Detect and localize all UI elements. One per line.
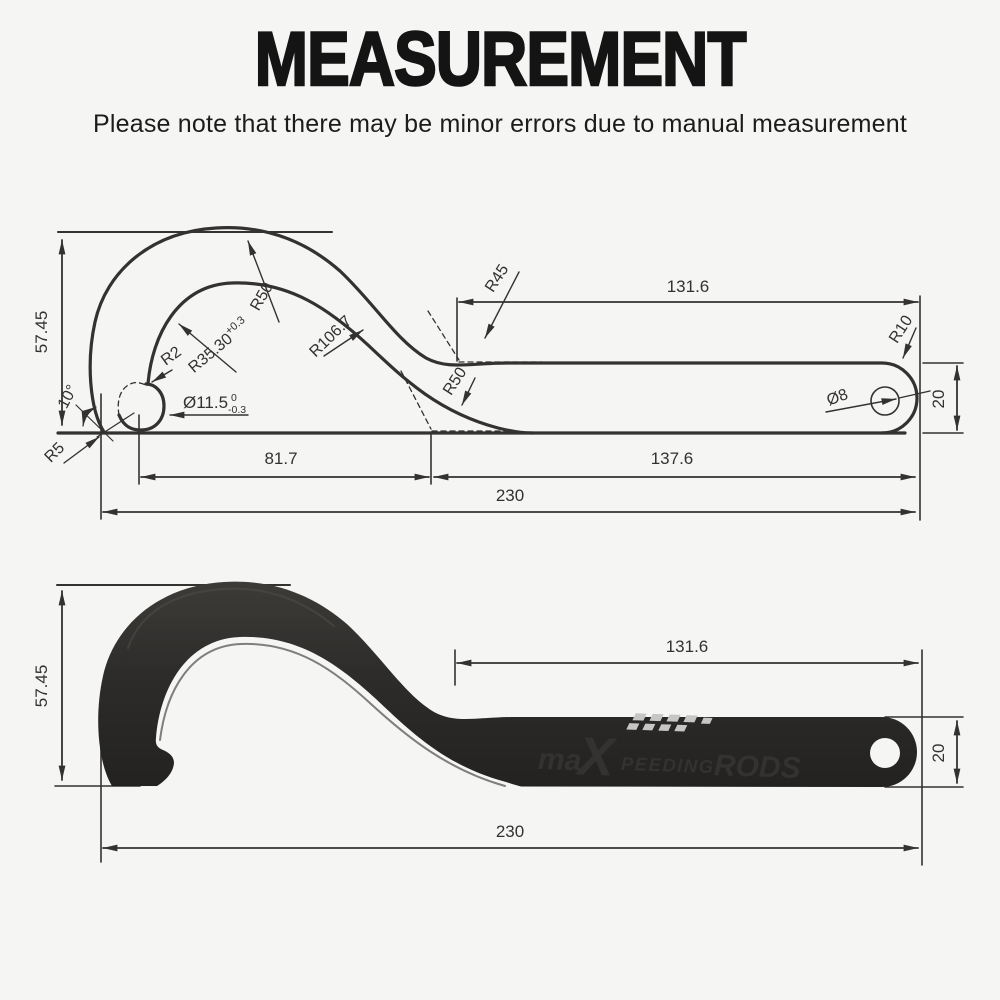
wrench-jaw-opening [150,636,540,791]
top-dimension-lines [58,239,961,516]
wrench-top-highlight [126,587,336,650]
dim-label-131-6: 131.6 [666,637,709,656]
wrench-photo: ma X PEEDING RODS [98,581,917,791]
handle-hole-outline [870,386,900,416]
inner-profile [146,281,534,435]
wrench-handle-hole [870,738,900,768]
label-r10: R10 [886,313,916,347]
top-leader-lines [63,240,931,464]
bottom-dimension-lines [58,590,961,852]
leader-dia8-tail [898,390,931,399]
dashed-boss-arc [117,381,147,416]
dim-label-230: 230 [496,486,524,505]
brand-logo-x: X [574,726,618,787]
label-r45: R45 [482,262,512,296]
leader-r35 [178,323,237,373]
dim-label-height: 57.45 [32,665,51,708]
outer-profile [88,226,919,435]
dim-label-20: 20 [929,390,948,409]
bottom-labels: 57.45 131.6 20 230 [32,637,948,841]
label-r106-7: R106.7 [306,313,355,361]
leader-r50-outer [247,240,280,323]
dim-label-81-7: 81.7 [264,449,297,468]
leader-r50-inner [461,377,476,406]
label-r50-inner: R50 [440,365,470,399]
label-dia-11-5: Ø11.5 [183,393,228,412]
label-r2: R2 [158,343,185,369]
dim-label-20: 20 [929,744,948,763]
leader-r2 [151,369,173,383]
leader-r5 [63,436,100,464]
boss-outline [117,382,166,432]
brand-logo-ma: ma [537,743,581,777]
wrench-inner-edge-shadow [159,642,506,787]
leader-dia8 [825,398,897,413]
dim-label-230: 230 [496,822,524,841]
top-labels: 57.45 R50 R35.30+0.3 R2 R106.7 R45 R50 1… [32,262,948,505]
leader-r45 [484,271,520,339]
page-title: MEASUREMENT [254,17,748,102]
checkered-flag-icon [626,713,713,732]
dim-label-137-6: 137.6 [651,449,694,468]
top-technical-drawing: 57.45 R50 R35.30+0.3 R2 R106.7 R45 R50 1… [32,226,964,521]
brand-logo-peeding: PEEDING [621,753,715,777]
page-subtitle: Please note that there may be minor erro… [92,110,907,138]
label-dia-8: Ø8 [825,386,851,409]
leader-r10 [902,327,917,359]
label-r35-30: R35.30+0.3 [184,314,253,376]
page-header: MEASUREMENT Please note that there may b… [0,0,1000,139]
label-angle-10: 10° [55,382,81,411]
brand-logo-rods: RODS [713,749,801,785]
dim-label-131-6: 131.6 [667,277,710,296]
label-dia-11-5-tol-upper: 0 [231,392,237,404]
dim-label-height: 57.45 [32,311,51,354]
dashed-tangent-1 [427,310,460,361]
brand-logo: ma X PEEDING RODS [537,713,801,788]
bottom-photo-drawing: ma X PEEDING RODS 57.45 131.6 20 230 [32,581,964,866]
label-dia-11-5-tol-lower: -0.3 [228,404,246,416]
top-part-profile [56,226,919,435]
